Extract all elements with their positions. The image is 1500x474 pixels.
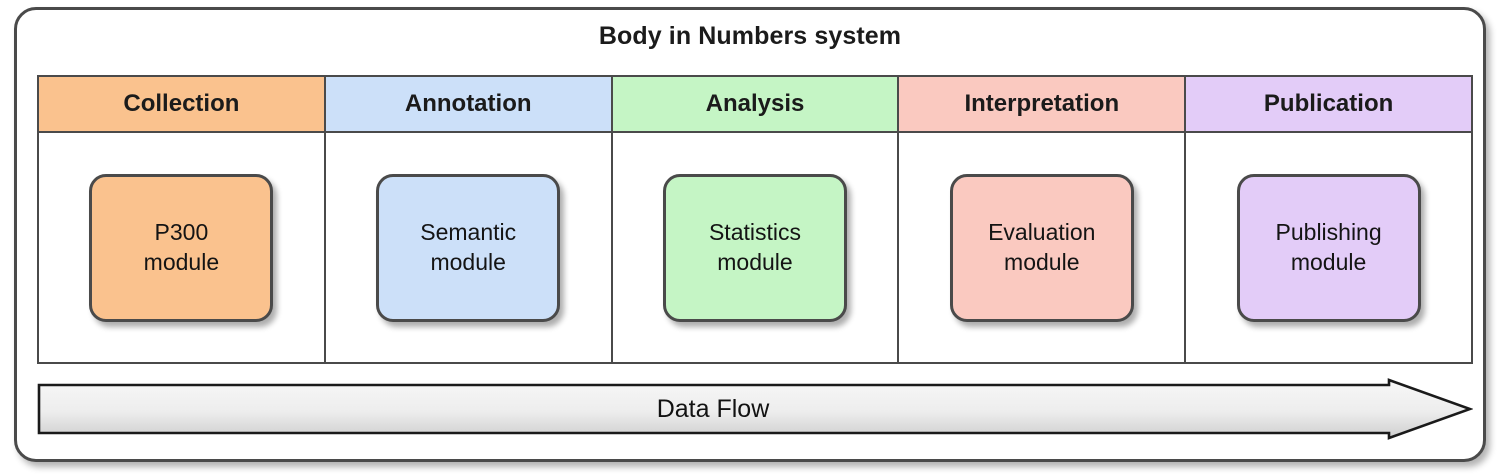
stage-cell-interpretation: Evaluation module	[897, 131, 1187, 364]
stage-header-label: Analysis	[705, 90, 805, 117]
module-label: Statistics module	[708, 218, 801, 275]
stage-header-label: Collection	[123, 90, 240, 117]
module-label: P300 module	[143, 218, 220, 275]
stage-header-publication: Publication	[1184, 75, 1473, 133]
data-flow-arrow: Data Flow	[37, 378, 1473, 440]
stage-header-analysis: Analysis	[610, 75, 900, 133]
stage-cell-analysis: Statistics module	[610, 131, 900, 364]
stage-header-collection: Collection	[37, 75, 326, 133]
page-title: Body in Numbers system	[598, 22, 902, 50]
stage-header-label: Annotation	[404, 90, 532, 117]
module-box-evaluation[interactable]: Evaluation module	[949, 173, 1134, 322]
stage-header-interpretation: Interpretation	[897, 75, 1187, 133]
stage-cell-publication: Publishing module	[1184, 131, 1473, 364]
module-label: Evaluation module	[988, 218, 1096, 275]
module-box-statistics[interactable]: Statistics module	[662, 173, 847, 322]
stage-header-label: Publication	[1263, 90, 1394, 117]
module-box-semantic[interactable]: Semantic module	[376, 173, 561, 322]
pipeline-header-row: Collection Annotation Analysis Interpret…	[37, 75, 1473, 133]
module-label: Semantic module	[420, 218, 517, 275]
pipeline-table: Collection Annotation Analysis Interpret…	[37, 75, 1473, 364]
data-flow-arrow-icon	[37, 378, 1473, 440]
module-box-p300[interactable]: P300 module	[89, 173, 274, 322]
module-box-publishing[interactable]: Publishing module	[1236, 173, 1421, 322]
stage-cell-collection: P300 module	[37, 131, 326, 364]
system-frame: Body in Numbers system Collection Annota…	[14, 7, 1486, 462]
module-label: Publishing module	[1275, 218, 1382, 275]
pipeline-module-row: P300 module Semantic module Statistics m…	[37, 131, 1473, 364]
stage-cell-annotation: Semantic module	[323, 131, 613, 364]
stage-header-annotation: Annotation	[323, 75, 613, 133]
stage-header-label: Interpretation	[964, 90, 1120, 117]
